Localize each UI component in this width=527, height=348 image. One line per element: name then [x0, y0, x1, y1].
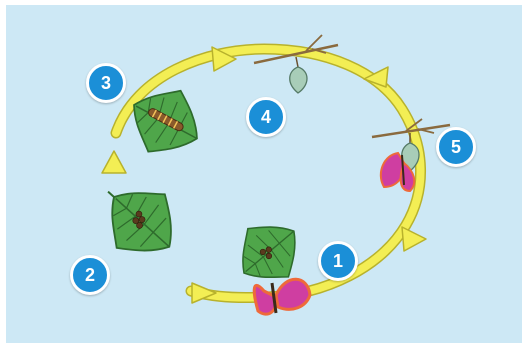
- life-cycle-diagram: 1 2 3 4 5: [6, 5, 522, 343]
- stage-badge-1: 1: [318, 241, 358, 281]
- stage-badge-5: 5: [436, 127, 476, 167]
- stage-badge-4: 4: [246, 97, 286, 137]
- stage-badge-3: 3: [86, 63, 126, 103]
- stage-badge-2: 2: [70, 255, 110, 295]
